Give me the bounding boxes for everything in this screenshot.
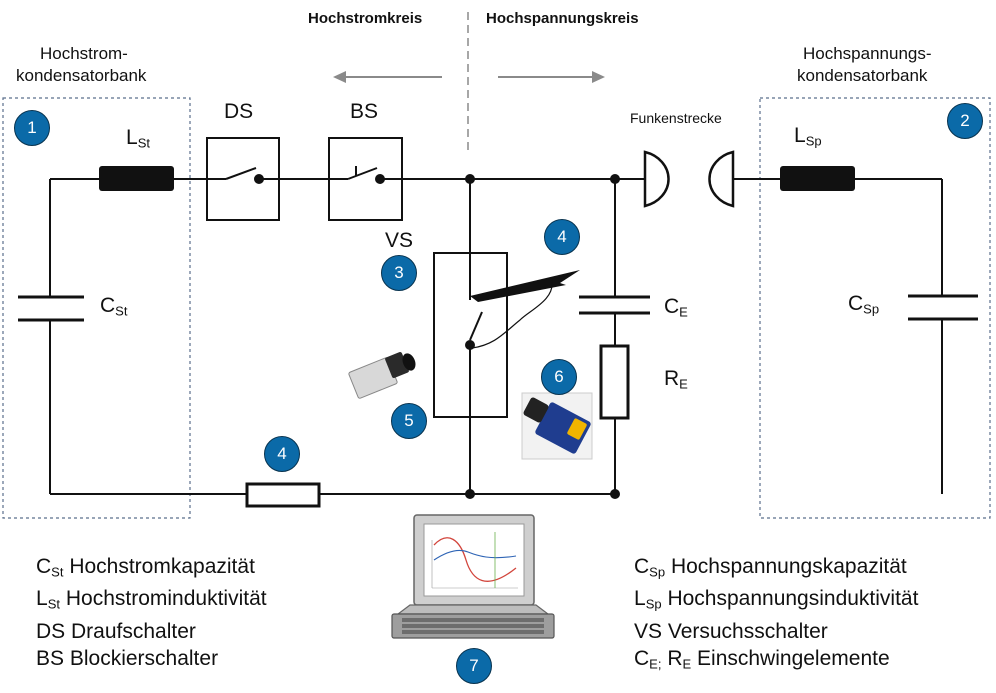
badge-5: 5: [391, 403, 427, 439]
r-e-label: RE: [664, 367, 688, 392]
l-sp-label: LSp: [794, 124, 822, 149]
inductor-l-st: [99, 166, 174, 191]
legend-right: CSp Hochspannungskapazität LSp Hochspann…: [634, 553, 918, 677]
arrow-right-icon: [498, 71, 605, 83]
legend-right-item: LSp Hochspannungsinduktivität: [634, 587, 919, 612]
arrow-left-icon: [333, 71, 442, 83]
hochspannungskreis-title: Hochspannungskreis: [486, 10, 639, 27]
spark-gap-label: Funkenstrecke: [630, 110, 722, 126]
legend-right-item: CSp Hochspannungskapazität: [634, 555, 907, 580]
hochstromkreis-title: Hochstromkreis: [308, 10, 423, 27]
hochspannung-bank-box: [759, 97, 991, 519]
badge-3: 3: [381, 255, 417, 291]
capacitor-c-st: [18, 295, 84, 322]
inductor-l-sp: [780, 166, 855, 191]
legend-left-item: CSt Hochstromkapazität: [36, 555, 255, 580]
laptop-icon: [391, 514, 555, 639]
legend-right-item: VS Versuchsschalter: [634, 619, 828, 643]
junction-dots: [465, 174, 620, 499]
legend-left-item: DS Draufschalter: [36, 619, 196, 643]
badge-4-resistor: 4: [264, 436, 300, 472]
badge-1: 1: [14, 110, 50, 146]
c-st-label: CSt: [100, 294, 128, 319]
probe-icon: [470, 270, 580, 349]
capacitor-c-sp: [908, 294, 978, 321]
camera-icon-6: [521, 392, 593, 460]
badge-2: 2: [947, 103, 983, 139]
spark-gap-icon: [643, 150, 735, 208]
c-sp-label: CSp: [848, 292, 880, 317]
camera-icon-5: [348, 352, 416, 399]
switch-ds: [206, 137, 280, 221]
c-e-label: CE: [664, 295, 688, 320]
hochstrom-bank-label-line1: Hochstrom-: [40, 44, 128, 63]
hochspannung-bank-label-line1: Hochspannungs-: [803, 44, 932, 63]
resistor-r-e: [599, 344, 630, 420]
legend-left-item: LSt Hochstrominduktivität: [36, 587, 267, 612]
ds-label: DS: [224, 100, 254, 123]
legend-right-item: CE; RE Einschwingelemente: [634, 646, 890, 671]
badge-4-probe: 4: [544, 219, 580, 255]
badge-7: 7: [456, 648, 492, 684]
vs-label: VS: [385, 229, 414, 252]
legend-left-item: BS Blockierschalter: [36, 646, 219, 670]
measurement-resistor: [245, 482, 321, 508]
switch-vs: [433, 252, 508, 418]
switch-bs: [328, 137, 403, 221]
capacitor-c-e: [579, 295, 650, 315]
badge-6: 6: [541, 359, 577, 395]
l-st-label: LSt: [126, 126, 150, 151]
bs-label: BS: [350, 100, 379, 123]
hochspannung-bank-label-line2: kondensatorbank: [797, 66, 928, 85]
hochstrom-bank-label-line2: kondensatorbank: [16, 66, 147, 85]
legend-left: CSt Hochstromkapazität LSt Hochstromindu…: [36, 553, 267, 672]
hochstrom-bank-box: [2, 97, 191, 519]
